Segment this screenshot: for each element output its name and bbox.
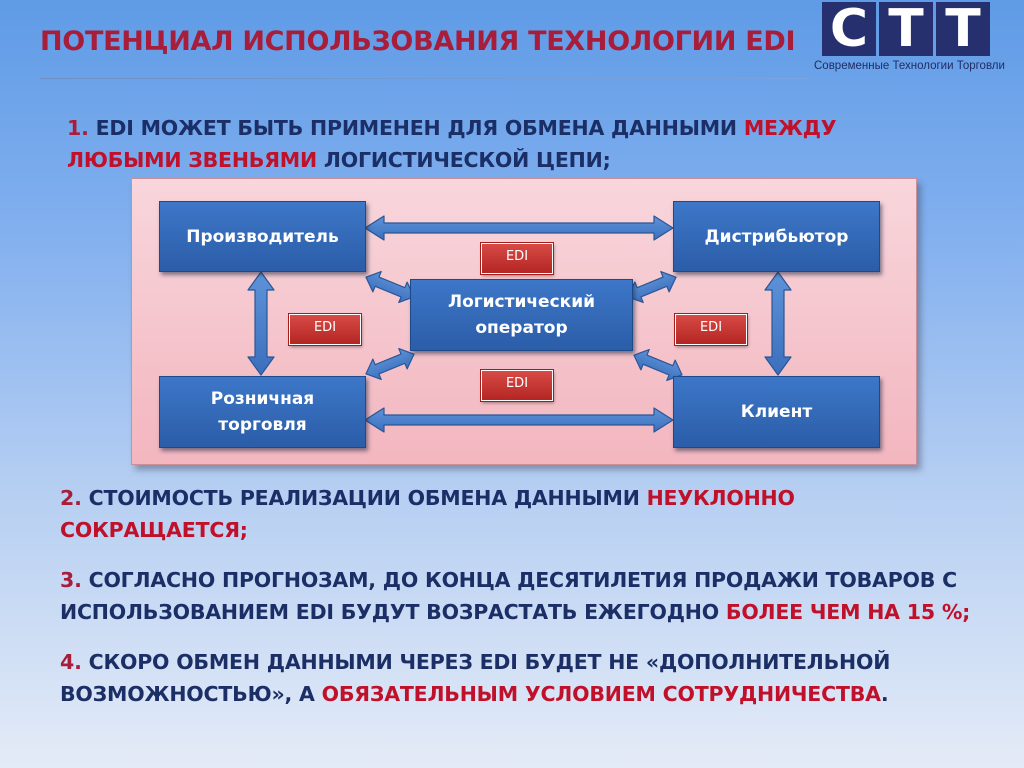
point-3: 3. СОГЛАСНО ПРОГНОЗАМ, ДО КОНЦА ДЕСЯТИЛЕ… xyxy=(60,564,1010,628)
point-highlight: БОЛЕЕ ЧЕМ НА 15 %; xyxy=(725,600,971,624)
point-number: 3. xyxy=(60,568,82,592)
node-client: Клиент xyxy=(673,376,880,448)
logo-letters: C T T xyxy=(822,2,990,56)
node-client-label: Клиент xyxy=(740,402,813,422)
page-title: ПОТЕНЦИАЛ ИСПОЛЬЗОВАНИЯ ТЕХНОЛОГИИ EDI xyxy=(40,26,796,57)
node-logistics-label-line1: Логистический xyxy=(447,292,596,312)
node-distributor: Дистрибьютор xyxy=(673,201,880,272)
point-text: СОГЛАСНО ПРОГНОЗАМ, ДО КОНЦА ДЕСЯТИЛЕТИЯ… xyxy=(60,568,957,624)
arrow-manufacturer-distributor xyxy=(364,215,674,241)
node-logistics-operator: Логистический оператор xyxy=(410,279,633,351)
logo-letter-c: C xyxy=(822,2,876,56)
arrow-retail-client xyxy=(364,407,674,433)
point-text: СТОИМОСТЬ РЕАЛИЗАЦИИ ОБМЕНА ДАННЫМИ xyxy=(81,486,647,510)
point-highlight: ОБЯЗАТЕЛЬНЫМ УСЛОВИЕМ СОТРУДНИЧЕСТВА xyxy=(321,682,881,706)
arrow-client-logistics xyxy=(633,348,683,382)
point-2: 2. СТОИМОСТЬ РЕАЛИЗАЦИИ ОБМЕНА ДАННЫМИ Н… xyxy=(60,482,960,546)
edi-badge-left: EDI xyxy=(288,313,362,346)
arrow-manufacturer-retail xyxy=(247,271,275,376)
node-retail: Розничная торговля xyxy=(159,376,366,448)
arrow-distributor-client xyxy=(764,271,792,376)
title-divider xyxy=(40,78,808,79)
point-number: 4. xyxy=(60,650,82,674)
node-retail-label-line1: Розничная xyxy=(210,389,315,409)
diagram-arrows xyxy=(247,215,792,433)
arrow-distributor-logistics xyxy=(627,270,677,304)
edi-badge-right: EDI xyxy=(674,313,748,346)
point-text: СКОРО ОБМЕН ДАННЫМИ ЧЕРЕЗ EDI БУДЕТ НЕ «… xyxy=(60,650,891,706)
arrow-retail-logistics xyxy=(365,347,415,381)
point-1: 1. EDI МОЖЕТ БЫТЬ ПРИМЕНЕН ДЛЯ ОБМЕНА ДА… xyxy=(67,112,927,176)
point-number: 2. xyxy=(60,486,82,510)
logo-letter-t2: T xyxy=(936,2,990,56)
point-text-end: ЛОГИСТИЧЕСКОЙ ЦЕПИ; xyxy=(316,148,611,172)
node-manufacturer: Производитель xyxy=(159,201,366,272)
point-text-end: . xyxy=(880,682,889,706)
logo-tagline: Современные Технологии Торговли xyxy=(814,60,1005,72)
company-logo: C T T Современные Технологии Торговли xyxy=(814,2,1020,76)
point-4: 4. СКОРО ОБМЕН ДАННЫМИ ЧЕРЕЗ EDI БУДЕТ Н… xyxy=(60,646,1010,710)
point-text: EDI МОЖЕТ БЫТЬ ПРИМЕНЕН ДЛЯ ОБМЕНА ДАННЫ… xyxy=(88,116,744,140)
node-distributor-label: Дистрибьютор xyxy=(704,226,849,247)
edi-badge-top: EDI xyxy=(480,242,554,275)
point-number: 1. xyxy=(67,116,89,140)
point-highlight: НЕУКЛОННО СОКРАЩАЕТСЯ; xyxy=(60,486,795,542)
edi-badge-bottom: EDI xyxy=(480,369,554,402)
logo-letter-t1: T xyxy=(879,2,933,56)
edi-network-diagram: Производитель Дистрибьютор Логистический… xyxy=(131,178,917,465)
point-highlight: МЕЖДУ ЛЮБЫМИ ЗВЕНЬЯМИ xyxy=(67,116,837,172)
node-logistics-label-line2: оператор xyxy=(475,318,568,338)
node-manufacturer-label: Производитель xyxy=(186,226,339,247)
node-retail-label-line2: торговля xyxy=(218,415,307,435)
